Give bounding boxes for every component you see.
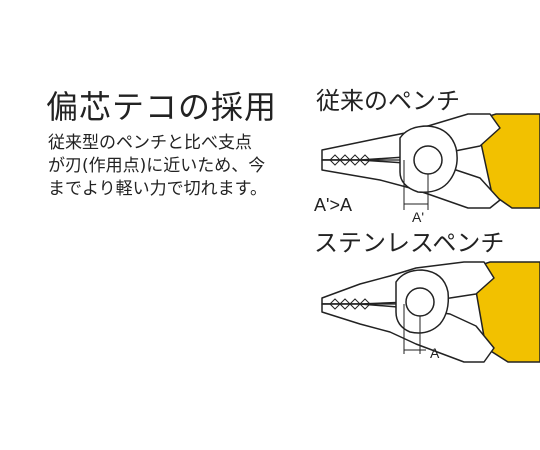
conventional-pivot — [413, 145, 443, 175]
stainless-dimension-label: A — [430, 345, 440, 361]
stainless-pliers-label: ステンレスペンチ — [314, 229, 505, 257]
feature-title: 偏芯テコの採用 — [46, 88, 278, 126]
description-line-2: が刃(作用点)に近いため、今 — [48, 156, 266, 176]
stainless-teeth — [329, 298, 371, 310]
pliers-comparison-diagram: A' A — [321, 113, 540, 363]
leverage-comparison: A'>A — [314, 195, 352, 215]
conventional-teeth — [329, 154, 371, 166]
conventional-pliers-label: 従来のペンチ — [316, 87, 460, 115]
feature-description: 従来型のペンチと比べ支点 が刃(作用点)に近いため、今 までより軽い力で切れます… — [48, 132, 288, 201]
stainless-pivot — [405, 287, 435, 317]
stainless-pliers-illustration: A — [321, 261, 540, 363]
conventional-pliers-illustration: A' — [321, 113, 540, 225]
description-line-1: 従来型のペンチと比べ支点 — [48, 133, 252, 153]
description-line-3: までより軽い力で切れます。 — [48, 179, 267, 199]
conventional-dimension-label: A' — [412, 209, 424, 225]
